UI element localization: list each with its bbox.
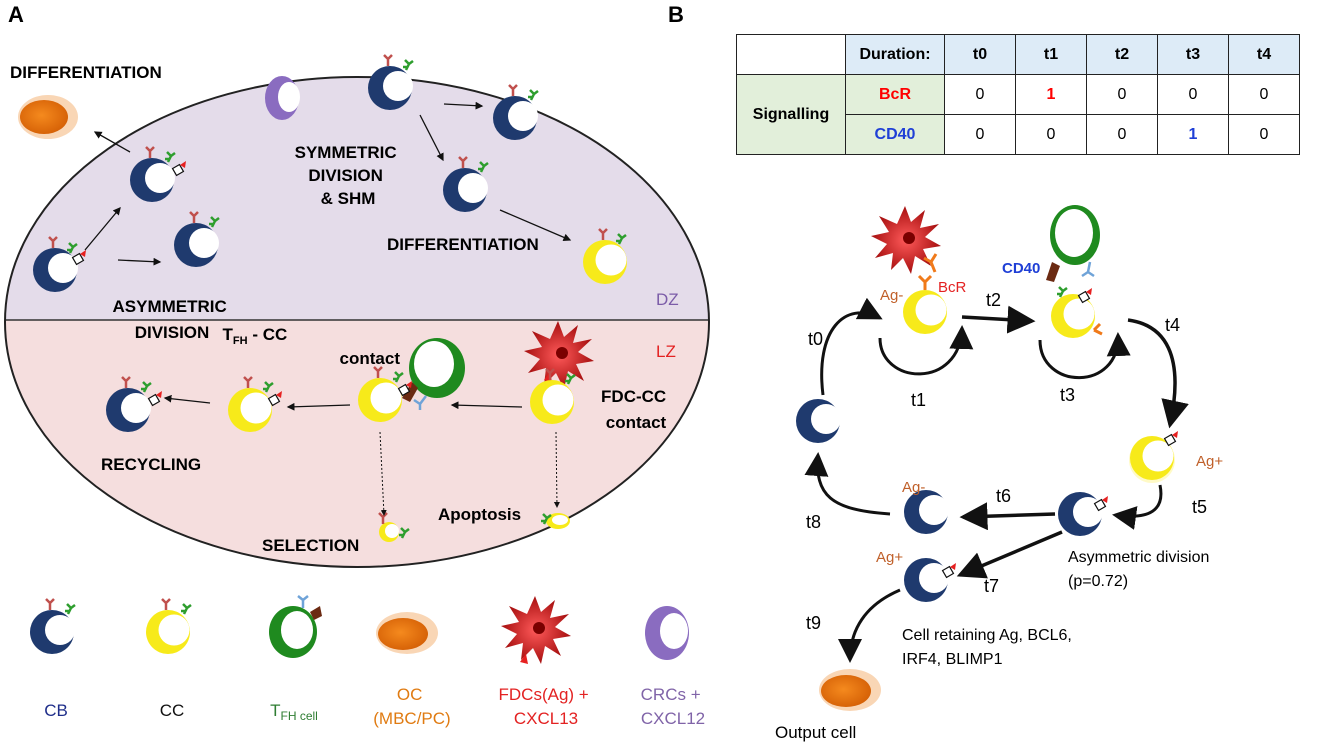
cb-cell-asym — [1058, 492, 1109, 536]
legend-cc-label: CC — [160, 701, 185, 720]
step-t8: t8 — [806, 512, 821, 532]
table-cell: 0 — [1228, 114, 1300, 155]
tfh-cell-lz — [402, 338, 465, 410]
panel-b-label: B — [668, 2, 684, 27]
table-cell: 0 — [1015, 114, 1087, 155]
cb-cell-ag-minus — [904, 490, 949, 534]
label-tfh-contact: TFH - CC contact — [223, 325, 401, 368]
label-bcr: BcR — [938, 279, 967, 296]
legend-fdc-label: FDCs(Ag) + CXCL13 — [499, 685, 594, 728]
output-cell — [819, 669, 881, 711]
table-cell: 0 — [1086, 74, 1158, 115]
table-duration-header: Duration: — [845, 34, 945, 75]
cb-cell-ag-plus — [904, 558, 957, 602]
cb-cell-cycle-left — [796, 399, 841, 443]
label-ag-minus-top: Ag- — [880, 287, 903, 304]
legend-cb-icon — [30, 597, 77, 654]
step-t6: t6 — [996, 486, 1011, 506]
legend-fdc-icon — [501, 596, 571, 664]
table-col-header: t4 — [1228, 34, 1300, 75]
cc-cell-ag-plus — [1129, 430, 1179, 483]
table-corner — [736, 34, 846, 75]
step-t4: t4 — [1165, 315, 1180, 335]
label-ag-plus-right: Ag+ — [1196, 453, 1223, 470]
table-col-header: t1 — [1015, 34, 1087, 75]
label-ag-plus-bottom: Ag+ — [876, 549, 903, 566]
legend-oc-label: OC (MBC/PC) — [373, 685, 450, 728]
label-differentiation-mid: DIFFERENTIATION — [387, 235, 539, 254]
step-t7: t7 — [984, 576, 999, 596]
label-apoptosis: Apoptosis — [438, 505, 521, 524]
legend-tfh-label: TFH cell — [270, 701, 318, 723]
label-asymmetric-division: ASYMMETRIC DIVISION — [112, 297, 231, 342]
step-t2: t2 — [986, 290, 1001, 310]
table-col-header: t3 — [1157, 34, 1229, 75]
label-cd40: CD40 — [1002, 260, 1040, 277]
cc-cell-b2 — [1051, 285, 1103, 338]
table-cell: 1 — [1157, 114, 1229, 155]
table-cell: 0 — [1228, 74, 1300, 115]
cb-cell-a4 — [368, 53, 415, 110]
step-t3: t3 — [1060, 385, 1075, 405]
label-symmetric-division: SYMMETRIC DIVISION & SHM — [295, 143, 402, 208]
cc-cell-selection — [377, 511, 411, 542]
table-cell: 0 — [1086, 114, 1158, 155]
table-col-header: t2 — [1086, 34, 1158, 75]
panel-a-label: A — [8, 2, 24, 27]
step-t5: t5 — [1192, 497, 1207, 517]
legend-tfh-icon — [269, 595, 322, 658]
table-cell: 0 — [944, 114, 1016, 155]
legend-cc-icon — [146, 597, 193, 654]
table-row-header-cd40: CD40 — [845, 114, 945, 155]
label-cell-retaining: Cell retaining Ag, BCL6, IRF4, BLIMP1 — [902, 627, 1076, 668]
legend-oc-icon — [376, 612, 438, 654]
table-cell: 0 — [944, 74, 1016, 115]
label-dz: DZ — [656, 290, 679, 309]
crc-cell-top — [265, 76, 300, 120]
signalling-table: Duration: t0 t1 t2 t3 t4 Signalling BcR … — [736, 34, 1300, 155]
label-asymmetric-division-b: Asymmetric division (p=0.72) — [1068, 549, 1214, 590]
table-row: CD40 0 0 0 1 0 — [737, 114, 1300, 155]
cb-cell-a5 — [493, 83, 540, 140]
label-ag-minus-left: Ag- — [902, 479, 925, 496]
label-output-cell: Output cell — [775, 723, 856, 742]
table-row: Signalling BcR 0 1 0 0 0 — [736, 74, 1300, 155]
label-recycling: RECYCLING — [101, 455, 201, 474]
tfh-cell-b — [1046, 205, 1100, 282]
table-cell: 1 — [1015, 74, 1087, 115]
oc-cell-top — [18, 95, 78, 139]
step-t9: t9 — [806, 613, 821, 633]
legend-crc-icon — [645, 606, 689, 660]
legend-crc-label: CRCs + CXCL12 — [641, 685, 706, 728]
table-cell: 0 — [1157, 74, 1229, 115]
label-lz: LZ — [656, 342, 676, 361]
cc-cell-b1 — [903, 253, 947, 334]
label-fdc-contact: FDC-CC contact — [601, 387, 671, 432]
table-row-header-bcr: BcR — [845, 74, 945, 115]
step-t0: t0 — [808, 329, 823, 349]
legend-cb-label: CB — [44, 701, 68, 720]
label-selection: SELECTION — [262, 536, 359, 555]
step-t1: t1 — [911, 390, 926, 410]
table-col-header: t0 — [944, 34, 1016, 75]
table-group-label: Signalling — [736, 74, 846, 155]
cc-cell-apoptosis — [539, 512, 570, 529]
label-differentiation-top: DIFFERENTIATION — [10, 63, 162, 82]
